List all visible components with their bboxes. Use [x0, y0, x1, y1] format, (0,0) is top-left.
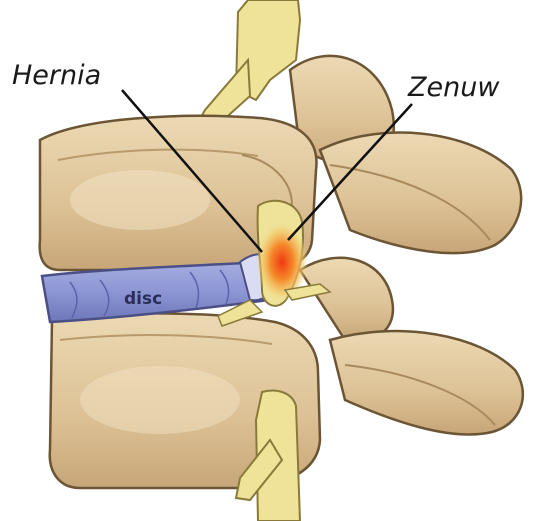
disc-label: disc	[124, 289, 162, 309]
hernia-label: Hernia	[12, 62, 101, 89]
vertebral-processes	[290, 56, 523, 435]
nerve-label: Zenuw	[408, 74, 499, 101]
spinal-cord-top	[195, 0, 300, 132]
